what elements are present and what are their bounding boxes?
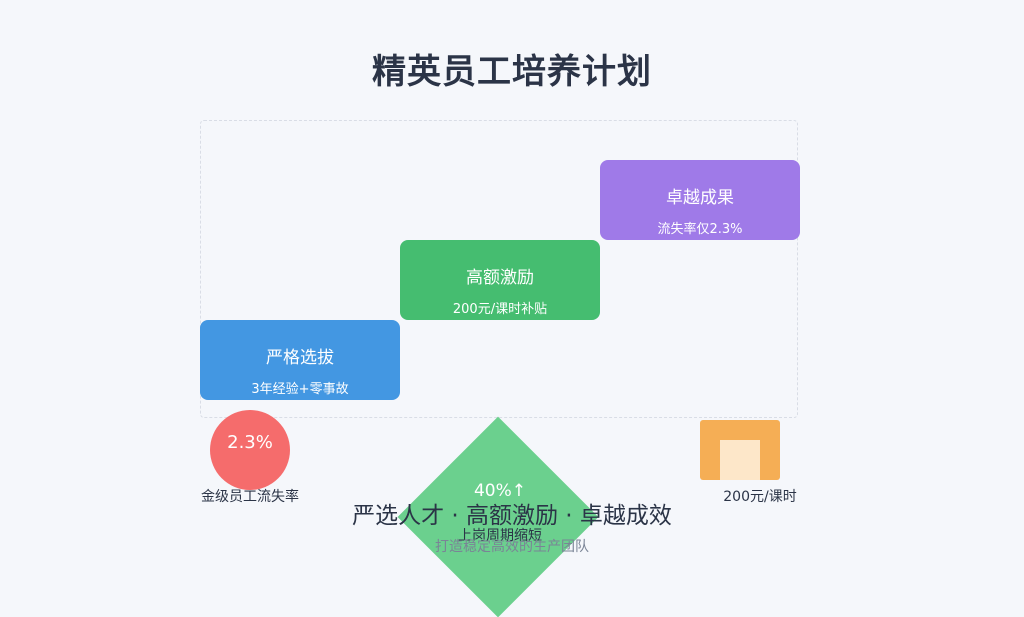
step-label: 严格选拔 — [266, 348, 334, 368]
turnover-label: 金级员工流失率 — [201, 489, 299, 505]
step-strict-selection: 严格选拔 3年经验+零事故 — [200, 320, 400, 400]
onboarding-label: 上岗周期缩短 — [458, 528, 542, 544]
turnover-value: 2.3% — [227, 432, 273, 453]
onboarding-value: 40%↑ — [473, 481, 527, 501]
page-title: 精英员工培养计划 — [372, 52, 652, 92]
step-high-incentive: 高额激励 200元/课时补贴 — [400, 240, 600, 320]
slogan: 严选人才 · 高额激励 · 卓越成效 — [352, 503, 672, 529]
step-detail: 流失率仅2.3% — [657, 222, 743, 237]
step-detail: 3年经验+零事故 — [251, 382, 349, 397]
step-detail: 200元/课时补贴 — [452, 302, 548, 317]
subsidy-box-inner — [720, 440, 760, 480]
tagline: 打造稳定高效的生产团队 — [435, 539, 589, 555]
turnover-circle: 2.3% — [210, 410, 290, 490]
step-excellent-results: 卓越成果 流失率仅2.3% — [600, 160, 800, 240]
step-label: 卓越成果 — [666, 188, 734, 208]
subsidy-label: 200元/课时 — [723, 489, 797, 505]
step-label: 高额激励 — [466, 268, 534, 288]
